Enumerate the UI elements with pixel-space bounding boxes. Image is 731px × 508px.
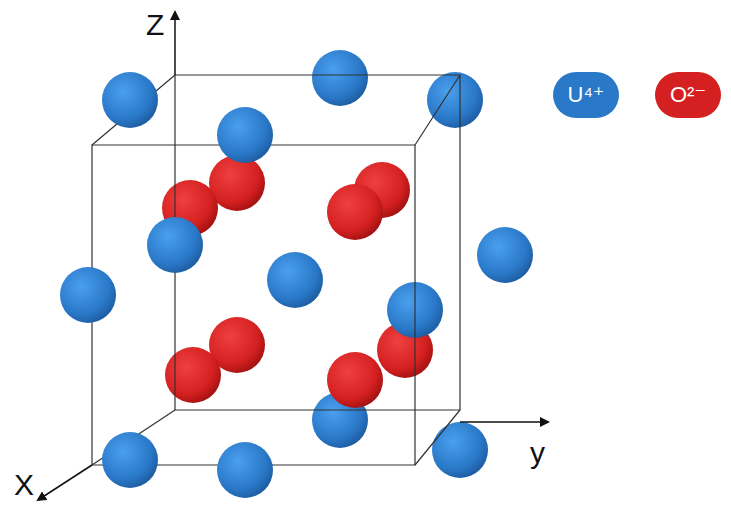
legend-text: O²⁻ [670, 82, 706, 108]
axes [38, 12, 548, 500]
uranium-ion [427, 72, 483, 128]
legend-swatch: O²⁻ [655, 72, 721, 118]
uranium-ion [477, 227, 533, 283]
uranium-ion [312, 50, 368, 106]
axis-label: X [14, 470, 34, 500]
oxygen-ion [165, 347, 221, 403]
legend-swatch: U⁴⁺ [553, 72, 619, 118]
unit-cell [92, 75, 460, 465]
legend-text: U⁴⁺ [568, 82, 605, 108]
uranium-ion [102, 432, 158, 488]
oxygen-ion [327, 352, 383, 408]
uranium-ion [432, 422, 488, 478]
axis-label: Z [146, 10, 164, 40]
uranium-ion [267, 252, 323, 308]
uranium-ion [217, 107, 273, 163]
uranium-ion [102, 72, 158, 128]
uranium-ion [147, 217, 203, 273]
uranium-ion [60, 267, 116, 323]
uranium-ion [217, 442, 273, 498]
oxygen-ion [327, 184, 383, 240]
axis-label: y [530, 438, 545, 468]
